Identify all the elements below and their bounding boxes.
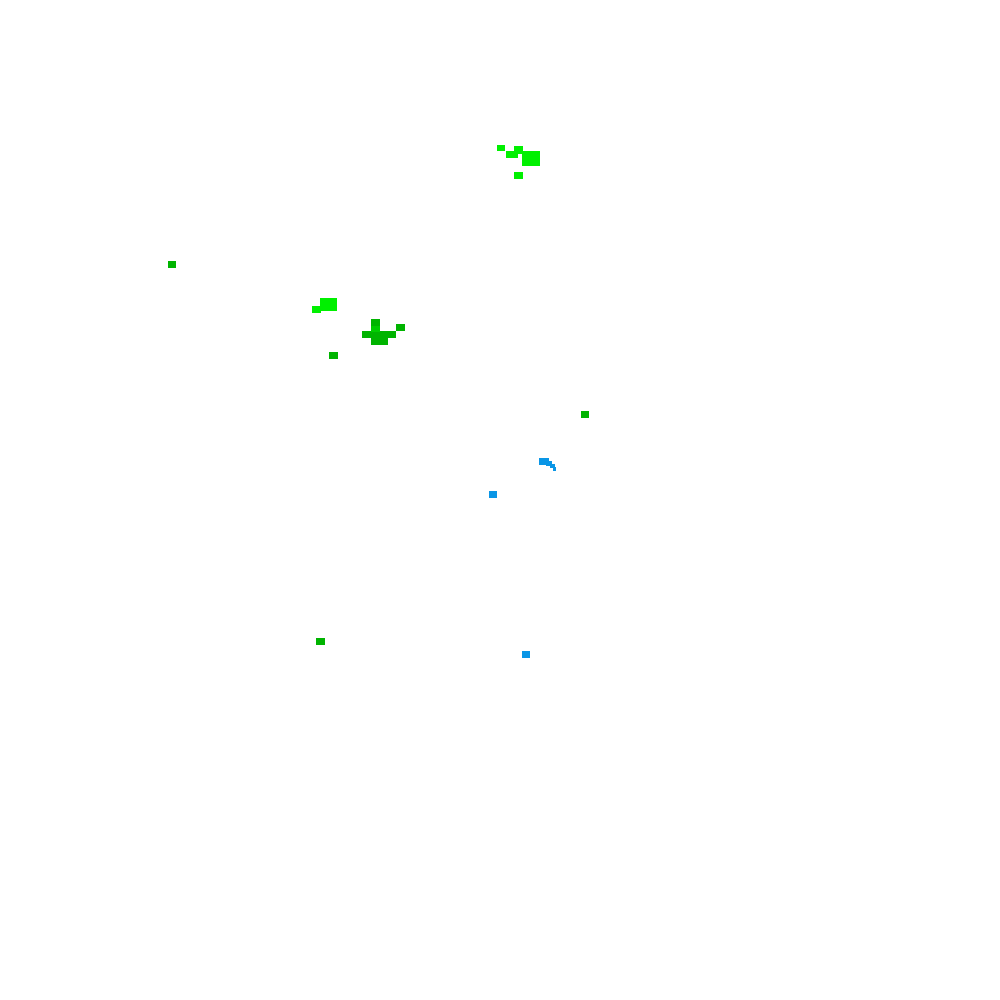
central-cluster-highlight bbox=[371, 326, 380, 332]
south-of-west-spot bbox=[329, 352, 338, 359]
west-cluster bbox=[312, 298, 337, 313]
southwest-spot-cell bbox=[316, 638, 325, 645]
blue-spot-center-cell bbox=[489, 491, 497, 498]
blue-hook-cell bbox=[546, 461, 552, 466]
central-cluster-cell bbox=[396, 324, 405, 331]
central-cluster-cell bbox=[371, 319, 380, 328]
north-cluster-cell bbox=[506, 151, 518, 158]
west-cluster-cell bbox=[312, 306, 321, 313]
north-cluster-cell bbox=[522, 151, 540, 166]
southwest-spot bbox=[316, 638, 325, 645]
blue-hook bbox=[539, 458, 556, 471]
east-spot bbox=[581, 411, 589, 418]
central-cluster-highlight-cell bbox=[371, 326, 380, 332]
central-cluster-cell bbox=[371, 338, 388, 345]
blue-hook-cell bbox=[550, 464, 555, 468]
cluster-layer bbox=[168, 145, 589, 658]
east-spot-cell bbox=[581, 411, 589, 418]
blue-hook-cell bbox=[553, 467, 556, 471]
blue-spot-south-cell bbox=[522, 651, 530, 658]
north-cluster-cell bbox=[514, 172, 523, 179]
far-west-spot-cell bbox=[168, 261, 176, 268]
far-west-spot bbox=[168, 261, 176, 268]
blue-spot-south bbox=[522, 651, 530, 658]
west-cluster-cell bbox=[320, 298, 337, 311]
north-cluster-cell bbox=[497, 145, 505, 151]
blue-hook-cell bbox=[539, 458, 549, 465]
central-cluster bbox=[362, 319, 405, 345]
north-cluster-cell bbox=[514, 146, 523, 154]
blue-spot-center bbox=[489, 491, 497, 498]
north-cluster bbox=[497, 145, 540, 179]
central-cluster-cell bbox=[362, 331, 396, 338]
south-of-west-spot-cell bbox=[329, 352, 338, 359]
